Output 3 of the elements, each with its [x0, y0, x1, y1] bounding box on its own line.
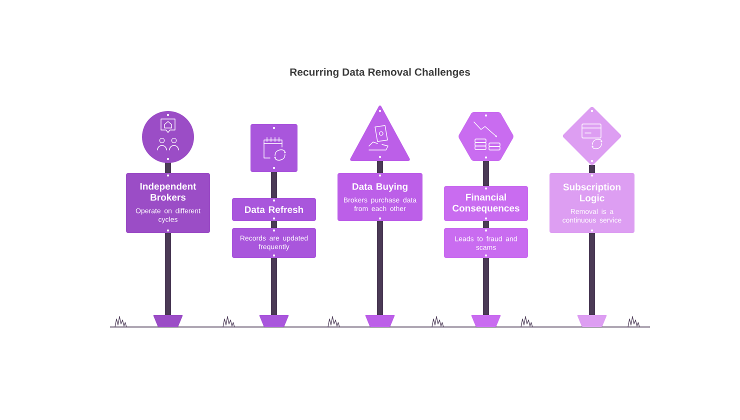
title: Recurring Data Removal Challenges [290, 68, 470, 78]
sign-board: Data Refresh [232, 198, 316, 221]
sign-board: Financial Consequences [444, 186, 528, 221]
